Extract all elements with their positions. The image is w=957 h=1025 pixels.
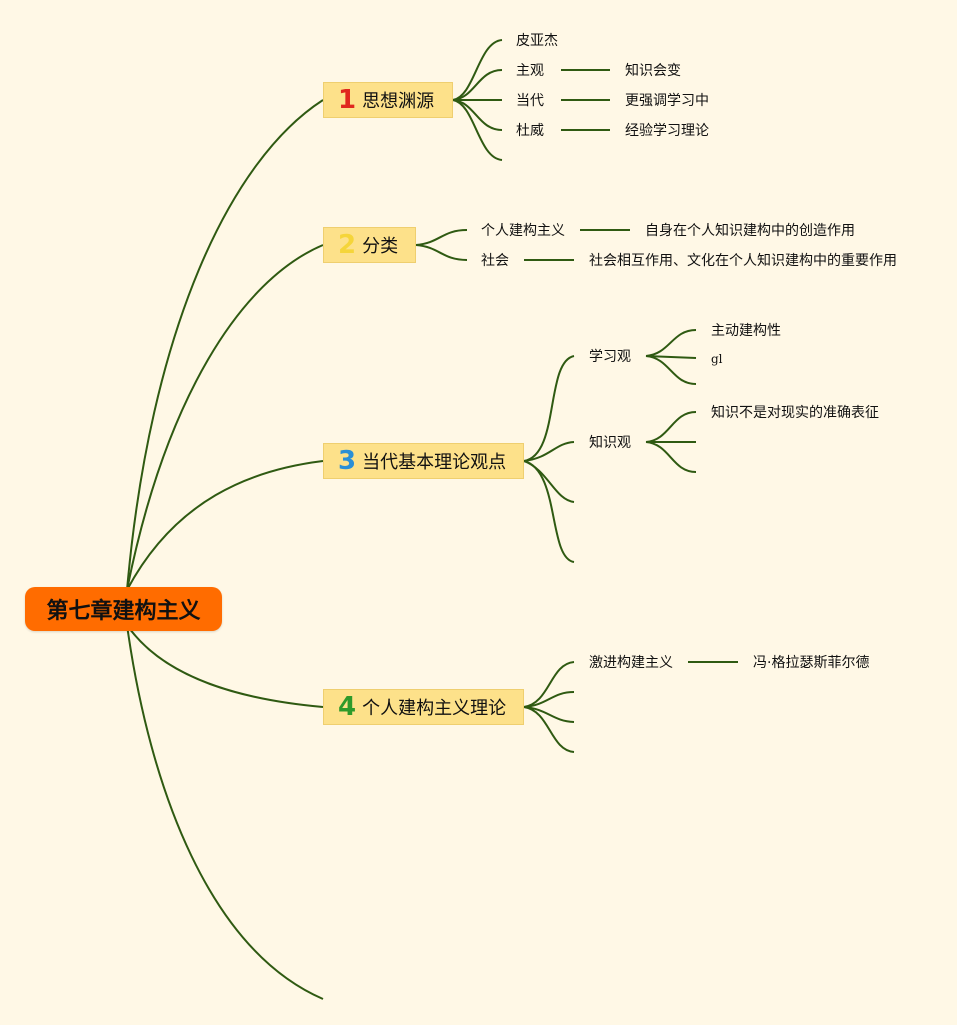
number-1-icon: 1 <box>338 85 357 115</box>
t4-item-1-detail[interactable]: 冯·格拉瑟斯菲尔德 <box>753 655 870 671</box>
branch-root-topic-1 <box>126 99 324 591</box>
topic-3[interactable]: 3 当代基本理论观点 <box>323 443 524 479</box>
t3-item-1-label[interactable]: 学习观 <box>589 349 631 365</box>
t2-item-2-detail[interactable]: 社会相互作用、文化在个人知识建构中的重要作用 <box>589 253 897 269</box>
number-4-icon: 4 <box>338 692 357 722</box>
t1-item-3-detail[interactable]: 更强调学习中 <box>625 93 709 109</box>
branch-zsg-3 <box>645 441 697 473</box>
t3-item-2-child-1[interactable]: 知识不是对现实的准确表征 <box>711 405 879 421</box>
t1-item-2-label[interactable]: 主观 <box>516 63 544 79</box>
branch-root-empty <box>126 624 324 1000</box>
branch-t3-2 <box>523 441 575 462</box>
t1-item-4-detail[interactable]: 经验学习理论 <box>625 123 709 139</box>
branch-zsg-1 <box>645 411 697 443</box>
root-topic-label: 第七章建构主义 <box>46 599 201 624</box>
topic-2-label: 分类 <box>362 236 399 257</box>
branch-t3-4 <box>523 460 575 563</box>
topic-4-label: 个人建构主义理论 <box>362 698 507 719</box>
t3-item-1-child-1[interactable]: 主动建构性 <box>711 323 781 339</box>
branch-xxg-1 <box>645 329 697 357</box>
number-2-icon: 2 <box>338 230 357 260</box>
t1-item-2-detail[interactable]: 知识会变 <box>625 63 681 79</box>
branch-root-topic-2 <box>126 244 324 591</box>
branch-t4-1 <box>523 661 575 708</box>
t3-item-2-label[interactable]: 知识观 <box>589 435 631 451</box>
branch-t1-2 <box>452 69 503 101</box>
t1-item-3-label[interactable]: 当代 <box>516 93 544 109</box>
t2-item-1-label[interactable]: 个人建构主义 <box>481 223 565 239</box>
t1-item-4-label[interactable]: 杜威 <box>516 123 544 139</box>
branch-t1-5 <box>452 99 503 161</box>
branch-root-topic-3 <box>126 460 324 591</box>
root-topic[interactable]: 第七章建构主义 <box>25 587 222 631</box>
branch-t4-4 <box>523 706 575 753</box>
t2-item-2-label[interactable]: 社会 <box>481 253 509 269</box>
branch-t2-2 <box>415 244 468 261</box>
branch-t3-1 <box>523 355 575 462</box>
t1-item-1-label[interactable]: 皮亚杰 <box>516 33 558 49</box>
number-3-icon: 3 <box>338 446 357 476</box>
topic-4[interactable]: 4 个人建构主义理论 <box>323 689 524 725</box>
branch-xxg-2 <box>645 355 697 359</box>
t3-item-1-child-2[interactable]: gl <box>711 352 723 366</box>
topic-1-label: 思想渊源 <box>362 91 435 112</box>
t4-item-1-label[interactable]: 激进构建主义 <box>589 655 673 671</box>
topic-1[interactable]: 1 思想渊源 <box>323 82 453 118</box>
branch-t4-2 <box>523 691 575 708</box>
branch-t1-1 <box>452 39 503 101</box>
t2-item-1-detail[interactable]: 自身在个人知识建构中的创造作用 <box>645 223 855 239</box>
branch-xxg-3 <box>645 355 697 385</box>
topic-2[interactable]: 2 分类 <box>323 227 416 263</box>
branch-root-topic-4 <box>126 624 324 708</box>
topic-3-label: 当代基本理论观点 <box>362 452 507 473</box>
branch-t2-1 <box>415 229 468 246</box>
